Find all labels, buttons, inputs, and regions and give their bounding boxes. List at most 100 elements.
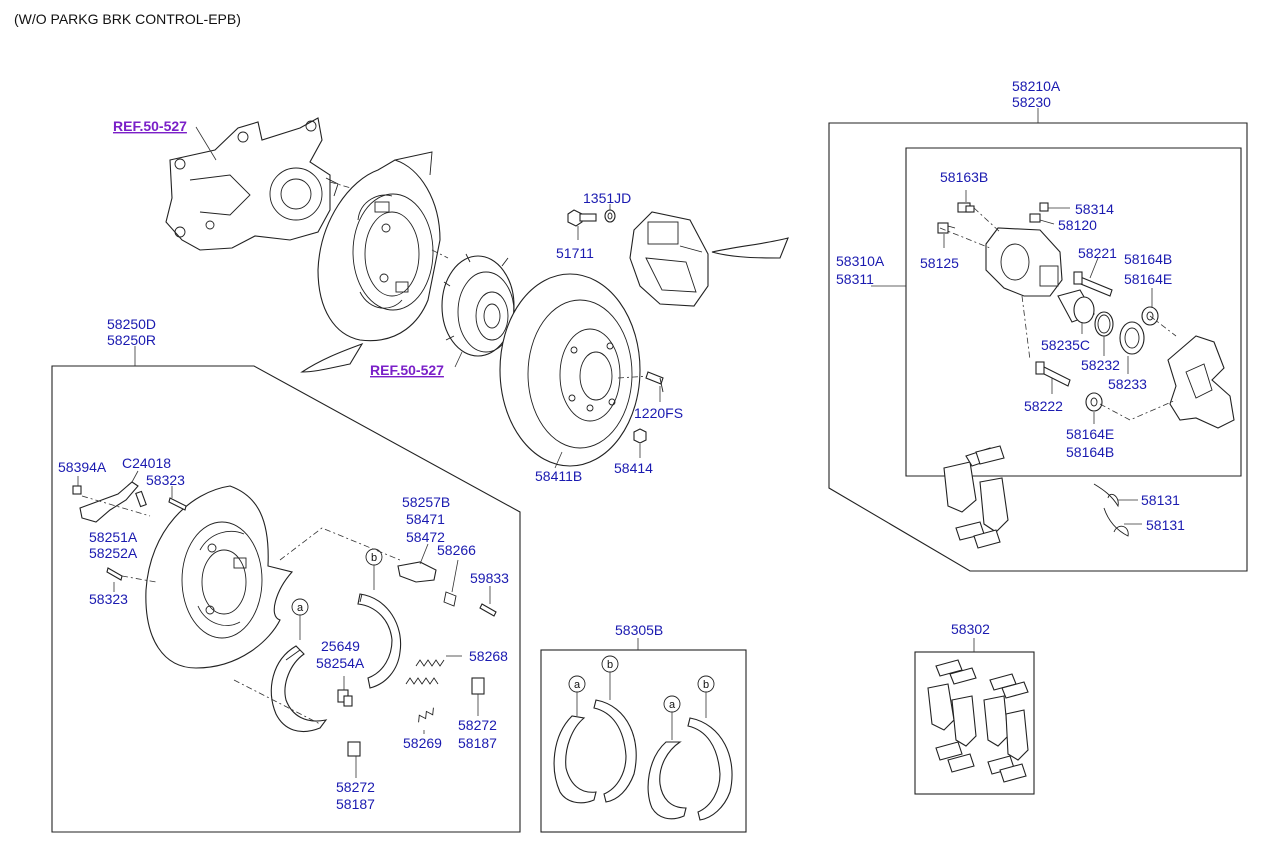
label-58272-right: 58272 — [458, 717, 497, 733]
adjuster-lever-part — [397, 561, 437, 583]
ref-leader-2 — [454, 351, 463, 368]
pad-kit-box — [914, 651, 1035, 795]
pad-kit-part — [927, 659, 1029, 783]
label-58310a: 58310A — [836, 253, 885, 269]
anti-rattle-spring-part — [1093, 483, 1119, 508]
label-58164b-lower: 58164B — [1066, 444, 1114, 460]
cable-bracket-part — [79, 481, 139, 523]
svg-text:a: a — [297, 602, 304, 614]
bleeder-bolt-part — [957, 202, 975, 213]
hub-bearing-part — [441, 253, 515, 361]
svg-text:b: b — [371, 552, 377, 564]
hold-down-right-part — [471, 677, 485, 695]
small-bolt-lower-part — [106, 567, 123, 581]
label-58230: 58230 — [1012, 94, 1051, 110]
svg-text:a: a — [669, 699, 676, 711]
small-bolt-part — [168, 497, 187, 511]
guide-bush-lower-part — [1085, 392, 1103, 412]
strut-part — [337, 689, 353, 707]
label-58268: 58268 — [469, 648, 508, 664]
label-58266: 58266 — [437, 542, 476, 558]
label-25649: 25649 — [321, 638, 360, 654]
shoe-set-box — [540, 649, 747, 833]
label-58232: 58232 — [1081, 357, 1120, 373]
label-58323-low: 58323 — [89, 591, 128, 607]
label-58131-b: 58131 — [1146, 517, 1185, 533]
label-59833: 59833 — [470, 570, 509, 586]
backplate-box — [51, 365, 521, 833]
bleeder-screw-part — [1029, 202, 1049, 223]
label-58305b: 58305B — [615, 622, 663, 638]
label-58472: 58472 — [406, 529, 445, 545]
label-58323-top: 58323 — [146, 472, 185, 488]
svg-text:b: b — [607, 659, 613, 671]
backing-plate-bottom-part — [145, 485, 294, 669]
washer-part — [604, 209, 616, 223]
label-58311: 58311 — [836, 271, 874, 287]
clip-part — [443, 591, 457, 607]
diagram-header: (W/O PARKG BRK CONTROL-EPB) — [14, 11, 241, 27]
label-58414: 58414 — [614, 460, 653, 476]
label-58164e: 58164E — [1124, 271, 1172, 287]
caliper-carrier-part — [1167, 335, 1235, 429]
label-58164e-lower: 58164E — [1066, 426, 1114, 442]
label-58250d: 58250D — [107, 316, 156, 332]
brake-pads-part — [943, 445, 1009, 549]
piston-boot-part — [1119, 321, 1145, 355]
caliper-outer-box — [828, 122, 1248, 572]
label-58163b: 58163B — [940, 169, 988, 185]
label-58233: 58233 — [1108, 376, 1147, 392]
label-58411b: 58411B — [535, 468, 582, 484]
shoe-a-part — [270, 645, 328, 732]
label-58471: 58471 — [406, 511, 445, 527]
label-58187-bottom: 58187 — [336, 796, 375, 812]
hold-down-bottom-part — [347, 741, 361, 757]
ref-label-knuckle[interactable]: REF.50-527 — [113, 118, 187, 134]
label-58269: 58269 — [403, 735, 442, 751]
svg-text:b: b — [703, 679, 709, 691]
label-58164b: 58164B — [1124, 251, 1172, 267]
piston-part — [1057, 289, 1095, 324]
svg-text:a: a — [574, 679, 581, 691]
arrow-to-detail — [711, 237, 789, 259]
guide-pin-part — [1073, 271, 1113, 297]
label-58120: 58120 — [1058, 217, 1097, 233]
wheel-bolt-part — [645, 371, 664, 393]
label-58235c: 58235C — [1041, 337, 1090, 353]
spring-58269-part — [418, 707, 434, 723]
caliper-center-part — [629, 211, 709, 307]
spacer-part — [135, 490, 147, 508]
label-58394a: 58394A — [58, 459, 107, 475]
label-58272-bottom: 58272 — [336, 779, 375, 795]
label-58257b: 58257B — [402, 494, 450, 510]
label-58222: 58222 — [1024, 398, 1063, 414]
screw-58394a-part — [72, 485, 82, 495]
label-58125: 58125 — [920, 255, 959, 271]
bolt-59833-part — [479, 603, 497, 617]
label-51711: 51711 — [556, 245, 594, 261]
ref-label-hub[interactable]: REF.50-527 — [370, 362, 444, 378]
label-58250r: 58250R — [107, 332, 156, 348]
bleeder-cap-part — [937, 222, 956, 234]
label-58254a: 58254A — [316, 655, 365, 671]
knuckle-part — [165, 117, 339, 251]
shoe-b-part — [357, 593, 402, 689]
hub-nut-part — [633, 428, 647, 444]
label-58252a: 58252A — [89, 545, 138, 561]
ref-leader-1 — [195, 126, 217, 161]
return-spring-part — [405, 677, 439, 685]
backing-plate-assembly — [317, 151, 441, 342]
shoe-set-part — [553, 699, 733, 821]
guide-pin-lower-part — [1035, 361, 1071, 387]
label-1220fs: 1220FS — [634, 405, 683, 421]
label-58302: 58302 — [951, 621, 990, 637]
caliper-bolt-part — [567, 209, 597, 227]
label-58210a: 58210A — [1012, 78, 1061, 94]
label-58187-right: 58187 — [458, 735, 497, 751]
caliper-housing-part — [985, 227, 1063, 297]
arrow-to-backplate — [300, 342, 364, 373]
label-1351jd: 1351JD — [583, 190, 631, 206]
caliper-inner-box — [905, 147, 1242, 477]
